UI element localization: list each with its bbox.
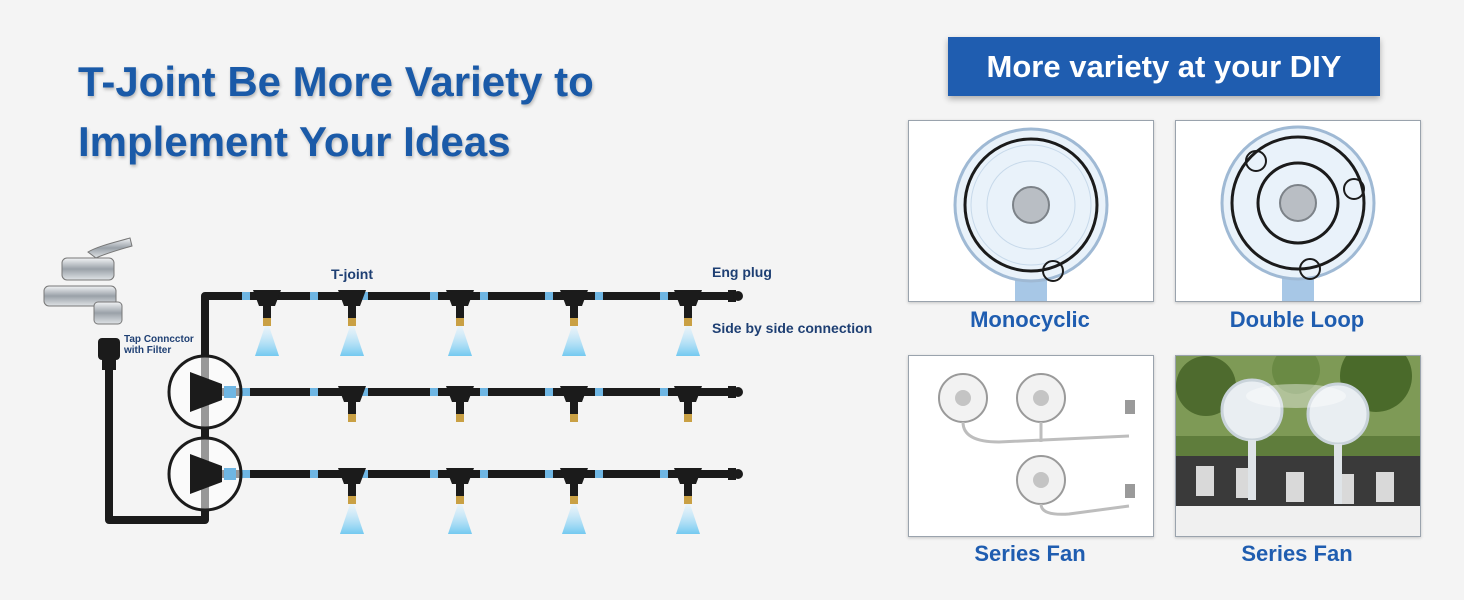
variety-banner: More variety at your DIY — [948, 37, 1380, 96]
outdoor-fans-photo — [1176, 356, 1420, 536]
example-card-series-fan-photo — [1175, 355, 1421, 537]
t-joint-row-1 — [253, 290, 702, 356]
side-by-side-label: Side by side connection — [712, 320, 872, 336]
end-plug-icon — [728, 290, 743, 480]
example-card-double-loop — [1175, 120, 1421, 302]
caption-monocyclic: Monocyclic — [970, 307, 1090, 332]
tap-connector-label-line-1: Tap Conncctor — [124, 334, 194, 345]
series-fan-layout-illustration — [909, 356, 1153, 536]
headline: T-Joint Be More Variety to Implement You… — [78, 52, 594, 172]
example-card-monocyclic — [908, 120, 1154, 302]
connection-magnifier-1 — [167, 354, 243, 430]
connection-magnifier-2 — [167, 436, 243, 512]
caption-series-fan-1: Series Fan — [974, 541, 1086, 566]
t-joint-label: T-joint — [331, 266, 373, 282]
end-plug-label: Eng plug — [712, 264, 772, 280]
t-joint-row-2 — [338, 386, 702, 422]
headline-line-2: Implement Your Ideas — [78, 118, 511, 165]
fan-single-loop-illustration — [909, 121, 1153, 301]
tap-connector-icon — [98, 338, 120, 370]
misting-line-diagram: T-joint Eng plug Side by side connection… — [43, 237, 872, 534]
t-joint-row-3 — [338, 468, 702, 534]
fan-double-loop-illustration — [1176, 121, 1420, 301]
caption-double-loop: Double Loop — [1229, 307, 1365, 332]
caption-series-fan-2: Series Fan — [1241, 541, 1353, 566]
example-card-series-fan-diagram — [908, 355, 1154, 537]
headline-line-1: T-Joint Be More Variety to — [78, 58, 594, 105]
tap-connector-label-line-2: with Filter — [123, 345, 171, 356]
faucet-icon — [43, 237, 133, 325]
